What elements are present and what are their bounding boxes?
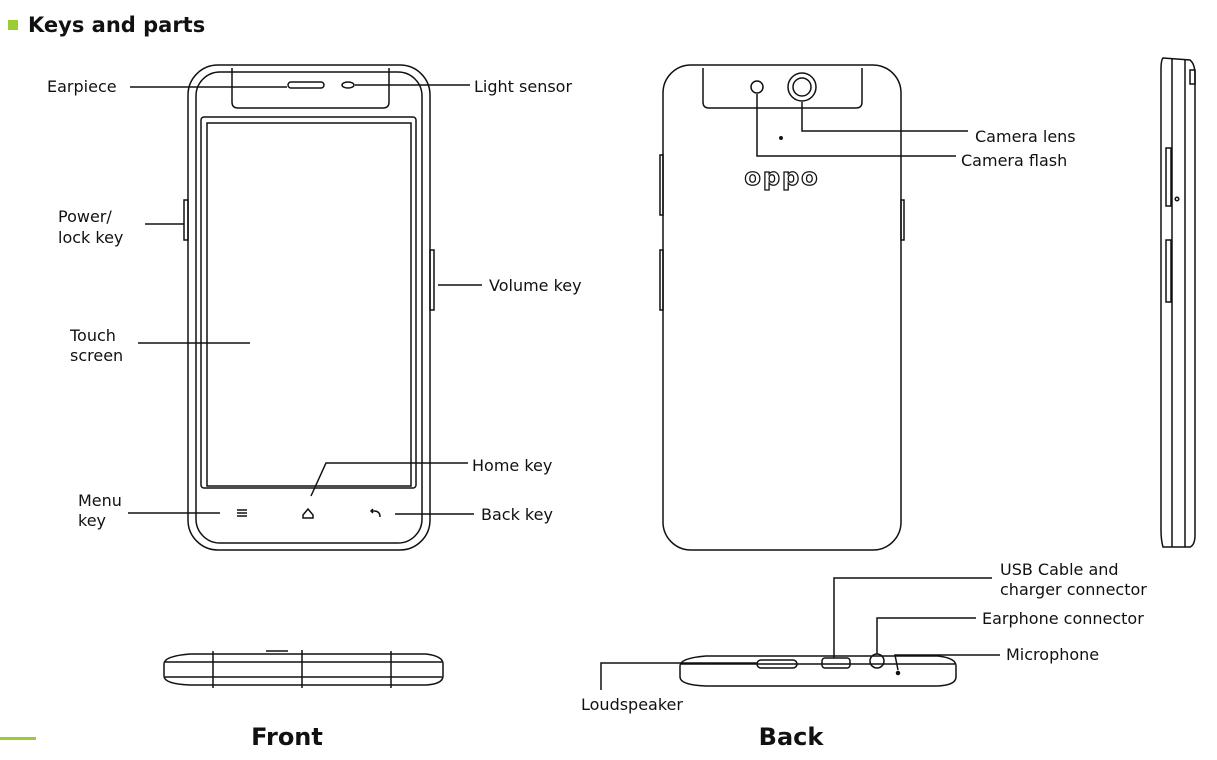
front-bottom-edge-view — [163, 650, 444, 688]
section-title: Keys and parts — [8, 10, 205, 40]
camera-flash-label: Camera flash — [961, 151, 1068, 170]
touch-screen-label-line2: screen — [70, 346, 124, 365]
side-camera-bump — [1189, 69, 1196, 85]
volume-key-shape — [429, 249, 435, 311]
usb-port — [821, 657, 851, 669]
accent-rule — [0, 737, 36, 740]
usb-connector-label-line1: USB Cable and — [1000, 560, 1119, 579]
back-mic-hole — [779, 136, 783, 140]
side-key-1 — [1165, 147, 1172, 207]
power-lock-key-shape — [183, 199, 189, 241]
side-hole — [1174, 196, 1180, 202]
back-caption: Back — [758, 723, 824, 751]
light-sensor-window — [341, 81, 355, 89]
volume-key-label: Volume key — [489, 276, 582, 295]
back-side-key-right — [900, 199, 905, 241]
front-caption: Front — [251, 723, 323, 751]
back-key-icon — [369, 508, 381, 518]
front-phone-illustration — [183, 64, 435, 551]
power-lock-label-line1: Power/ — [58, 207, 112, 226]
home-key-icon — [302, 507, 314, 519]
menu-key-icon — [237, 509, 247, 517]
earpiece-label: Earpiece — [47, 77, 117, 96]
back-side-key-left-1 — [659, 154, 664, 216]
usb-connector-label-line2: charger connector — [1000, 580, 1147, 599]
front-camera-block — [231, 68, 390, 109]
side-profile-view — [1160, 57, 1196, 548]
front-inner-bezel — [195, 71, 423, 544]
loudspeaker-grille — [756, 659, 798, 669]
light-sensor-label: Light sensor — [474, 77, 573, 96]
menu-key-label-line1: Menu — [78, 491, 122, 510]
back-camera-block — [702, 68, 863, 109]
menu-key-label-line2: key — [78, 511, 107, 530]
camera-lens-outer — [787, 72, 817, 102]
earpiece-grille — [287, 81, 325, 89]
microphone-hole — [895, 670, 901, 676]
camera-lens-inner — [792, 77, 812, 97]
power-lock-label-line2: lock key — [58, 228, 124, 247]
front-screen-inner — [206, 122, 412, 487]
camera-flash-shape — [750, 80, 764, 94]
home-key-label: Home key — [472, 456, 553, 475]
back-phone-illustration — [659, 64, 905, 551]
oppo-logo: oppo — [744, 163, 819, 191]
back-side-key-left-2 — [659, 249, 664, 311]
section-title-text: Keys and parts — [28, 13, 206, 37]
front-screen-outer — [200, 116, 417, 489]
side-key-2 — [1165, 239, 1172, 303]
microphone-label: Microphone — [1006, 645, 1100, 664]
bottom-leader-lines — [600, 577, 1000, 690]
earphone-connector-label: Earphone connector — [982, 609, 1144, 628]
back-bottom-edge-view — [679, 653, 957, 687]
touch-screen-label-line1: Touch — [70, 326, 116, 345]
back-leader-lines — [756, 94, 968, 157]
square-bullet-icon — [8, 20, 18, 30]
camera-lens-label: Camera lens — [975, 127, 1076, 146]
front-body-outline — [187, 64, 431, 551]
back-key-label: Back key — [481, 505, 553, 524]
loudspeaker-label: Loudspeaker — [581, 695, 683, 714]
front-leader-lines — [128, 84, 482, 515]
